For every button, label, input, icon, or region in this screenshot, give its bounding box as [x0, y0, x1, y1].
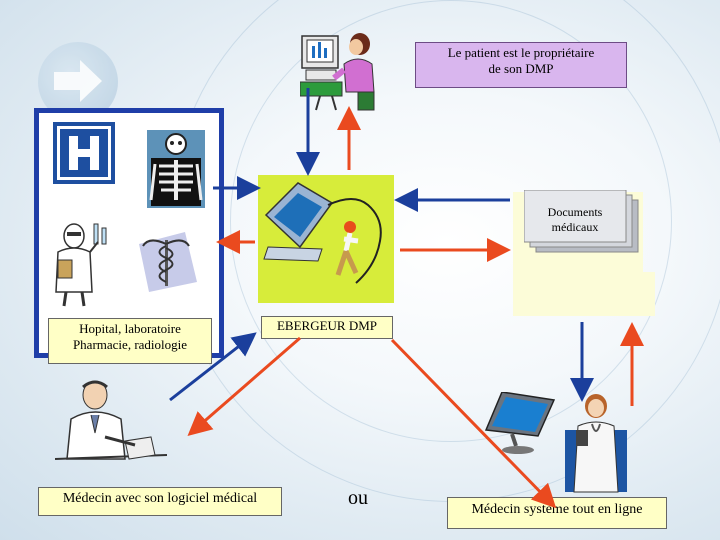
host-label: EBERGEUR DMP — [261, 316, 393, 339]
doctor-software-label: Médecin avec son logiciel médical — [38, 487, 282, 516]
documents-label-line: médicaux — [551, 220, 599, 234]
doctor-desk-icon — [55, 380, 167, 460]
documents-label: Documents médicaux — [527, 205, 623, 235]
hospital-label-line: Hopital, laboratoire — [79, 321, 181, 336]
lcd-monitor-icon — [484, 392, 556, 454]
host-computer-icon — [263, 182, 382, 284]
patient-label-line: de son DMP — [488, 61, 554, 76]
lab-doctor-icon — [55, 223, 107, 307]
hospital-label: Hopital, laboratoire Pharmacie, radiolog… — [48, 318, 212, 364]
documents-panel-extension — [513, 272, 655, 316]
patient-computer-icon — [300, 33, 375, 111]
documents-stack-icon — [524, 190, 639, 253]
patient-label-line: Le patient est le propriétaire — [447, 45, 595, 60]
arrow-doctor-to-host — [169, 332, 257, 402]
arrow-host-to-online-doctor — [390, 338, 557, 509]
female-doctor-icon — [573, 394, 619, 493]
xray-skeleton-icon — [147, 130, 205, 208]
background-ring — [230, 0, 672, 442]
host-computer-image — [258, 175, 394, 303]
or-label: ou — [348, 487, 368, 509]
caduceus-icon — [139, 232, 197, 292]
hospital-label-line: Pharmacie, radiologie — [72, 337, 188, 352]
doctor-online-label: Médecin système tout en ligne — [447, 497, 667, 529]
arrow-host-to-doctor — [187, 336, 301, 436]
hospital-h-icon — [53, 122, 115, 184]
patient-label: Le patient est le propriétaire de son DM… — [415, 42, 627, 88]
documents-label-line: Documents — [547, 205, 603, 219]
